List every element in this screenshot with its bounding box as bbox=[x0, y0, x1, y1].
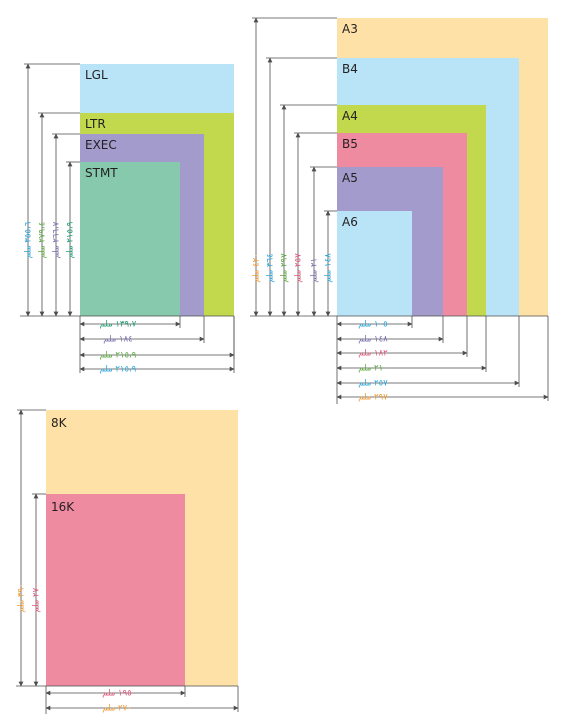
dimension-labels: LGL LTR EXEC STMT ٣٥٥،٦ ملم ٢١٥،٩ ملم ٢٧٩،٤ مل… bbox=[17, 22, 389, 714]
height-label-legal: ٣٥٥،٦ ملم bbox=[24, 221, 34, 258]
label-letter: LTR bbox=[85, 117, 106, 131]
width-label-a3: ٢٩٧ ملم bbox=[358, 393, 388, 403]
height-label-b4: ٣٦٤ ملم bbox=[266, 253, 276, 282]
label-k16: 16K bbox=[51, 500, 75, 514]
label-k8: 8K bbox=[51, 416, 68, 430]
width-label-statement: ١٣٩،٧ ملم bbox=[100, 320, 137, 330]
height-label-k16: ٢٧٠ ملم bbox=[32, 583, 42, 612]
label-a5: A5 bbox=[342, 171, 358, 185]
height-label-b5: ٢٥٧ ملم bbox=[294, 253, 304, 283]
paper-a6 bbox=[337, 211, 412, 316]
width-label-b5: ١٨٢ ملم bbox=[358, 349, 388, 359]
height-label-executive: ٢٦٦،٧ ملم bbox=[52, 221, 62, 258]
width-label-b4: ٢٥٧ ملم bbox=[358, 379, 388, 389]
label-statement: STMT bbox=[85, 166, 118, 180]
label-a4: A4 bbox=[342, 109, 358, 123]
dimension-lines bbox=[16, 17, 549, 714]
height-label-a4: ٢٩٧ ملم bbox=[280, 253, 290, 283]
width-label-a6: ١٠٥ ملم bbox=[358, 320, 387, 330]
label-legal: LGL bbox=[85, 68, 108, 82]
height-label-k8: ٣٩٠ ملم bbox=[17, 583, 27, 612]
label-executive: EXEC bbox=[85, 138, 117, 152]
label-a6: A6 bbox=[342, 215, 358, 229]
width-label-k8: ٢٧٠ ملم bbox=[102, 704, 131, 714]
width-label-a5: ١٤٨ ملم bbox=[358, 335, 388, 345]
label-a3: A3 bbox=[342, 22, 358, 36]
width-label-k16: ١٩٥ ملم bbox=[102, 689, 131, 699]
width-label-a4: ٢١٠ ملم bbox=[358, 364, 387, 374]
width-label-executive: ١٨٤ ملم bbox=[103, 335, 132, 345]
height-label-a3: ٤٢٠ ملم bbox=[252, 253, 262, 282]
height-label-letter: ٢٧٩،٤ ملم bbox=[38, 222, 48, 259]
paper-rects bbox=[46, 18, 548, 686]
width-label-legal: ٢١٥،٩ ملم bbox=[100, 365, 137, 375]
width-label-letter: ٢١٥،٩ ملم bbox=[100, 351, 137, 361]
height-label-statement: ٢١٥،٩ ملم bbox=[66, 221, 76, 258]
paper-k16 bbox=[46, 494, 185, 686]
paper-statement bbox=[80, 162, 180, 316]
label-b5: B5 bbox=[342, 137, 358, 151]
label-b4: B4 bbox=[342, 62, 358, 76]
height-label-a6: ١٤٨ ملم bbox=[324, 253, 334, 283]
height-label-a5: ٢١٠ ملم bbox=[310, 253, 320, 282]
